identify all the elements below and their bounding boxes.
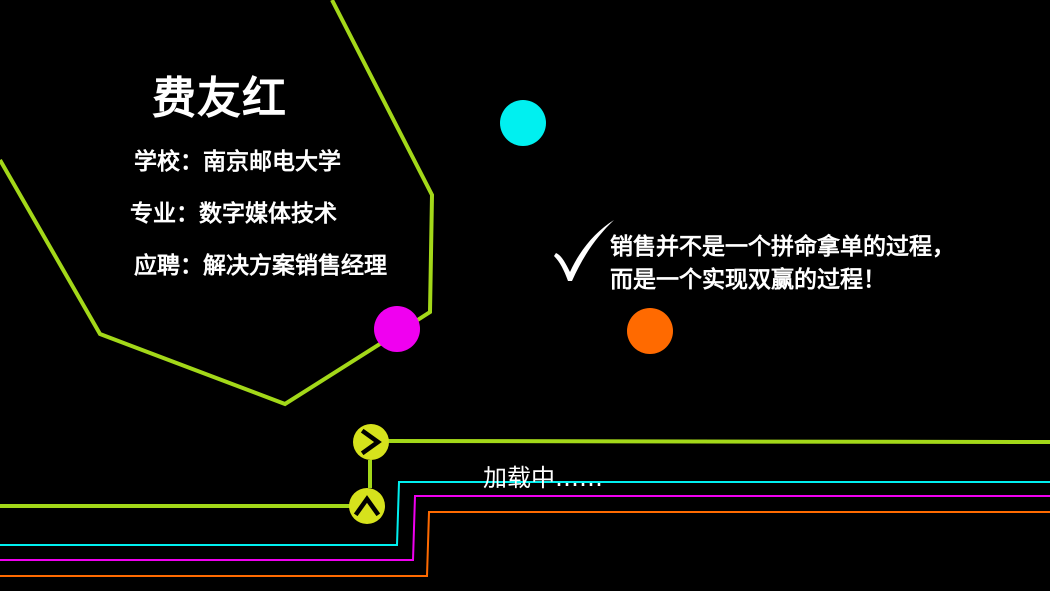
lime-upper-line <box>387 439 1050 444</box>
cyan-dot <box>500 100 546 146</box>
cyan-trace-line <box>0 481 1050 546</box>
slogan-text: 销售并不是一个拼命拿单的过程， 而是一个实现双赢的过程！ <box>610 231 955 297</box>
check-mark-icon <box>554 220 614 281</box>
candidate-name: 费友红 <box>152 73 287 124</box>
chevron-up-icon <box>353 495 381 517</box>
magenta-trace-line <box>0 495 1050 561</box>
orange-trace-line <box>0 511 1050 577</box>
orange-dot <box>627 308 673 354</box>
magenta-dot <box>374 306 420 352</box>
slogan-line-2: 而是一个实现双赢的过程！ <box>610 267 886 293</box>
major-line: 专业：数字媒体技术 <box>130 201 337 227</box>
loading-text: 加载中…… <box>483 464 603 492</box>
up-button[interactable] <box>349 488 385 524</box>
position-line: 应聘：解决方案销售经理 <box>134 253 387 279</box>
school-line: 学校：南京邮电大学 <box>134 149 341 175</box>
slogan-line-1: 销售并不是一个拼命拿单的过程， <box>610 234 955 260</box>
next-button[interactable] <box>353 424 389 460</box>
chevron-right-icon <box>360 428 382 456</box>
